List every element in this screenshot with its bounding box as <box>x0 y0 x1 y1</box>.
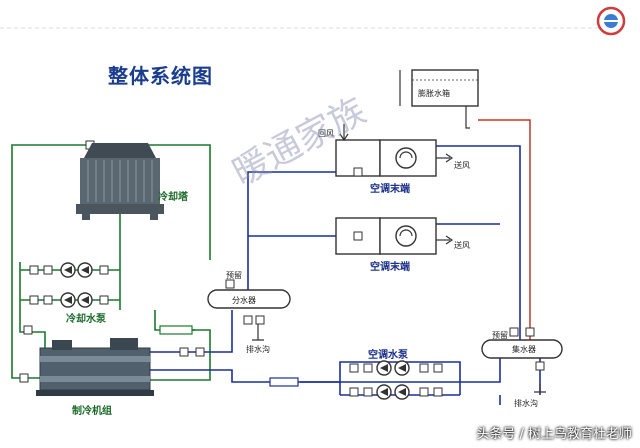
label-cooling-pump: 冷却水泵 <box>66 314 106 325</box>
label-chiller: 制冷机组 <box>72 406 112 417</box>
label-supply-air-2: 送风 <box>454 241 470 250</box>
strainer-blue <box>269 377 299 387</box>
expansion-tank <box>399 69 479 129</box>
cooling-tower <box>76 143 164 220</box>
label-ac-terminal-1: 空调末端 <box>370 184 410 195</box>
makeup-water-piping <box>478 119 531 340</box>
ac-terminal-unit-1 <box>335 124 454 177</box>
ac-valves <box>179 167 545 397</box>
ac-pump-2 <box>376 384 410 400</box>
footer-credit: 头条号 / 树上鸟教育杜老师 <box>476 427 632 442</box>
drain-symbols <box>252 324 546 393</box>
label-ac-pump: 空调水泵 <box>368 350 408 361</box>
chiller-unit <box>36 338 154 396</box>
cooling-valves <box>19 140 109 383</box>
page-title: 整体系统图 <box>108 64 213 88</box>
label-drain-2: 排水沟 <box>514 399 538 408</box>
cooling-pump-1 <box>60 262 93 278</box>
collector-header <box>481 339 563 359</box>
chilled-water-piping <box>150 145 541 405</box>
strainer <box>159 325 193 335</box>
label-distributor: 分水器 <box>232 296 256 305</box>
label-collector: 集水器 <box>512 345 536 354</box>
logo-icon <box>596 6 626 36</box>
label-drain-1: 排水沟 <box>246 345 270 354</box>
label-return-air: 回风 <box>318 129 334 138</box>
label-cooling-tower: 冷却塔 <box>158 192 188 203</box>
ac-terminal-unit-2 <box>335 217 454 255</box>
ac-pump-1 <box>376 360 410 376</box>
distributor-header <box>207 289 291 309</box>
label-reserve-2: 预留 <box>492 331 508 340</box>
label-ac-terminal-2: 空调末端 <box>370 262 410 273</box>
label-reserve-1: 预留 <box>226 271 242 280</box>
label-expansion-tank: 膨胀水箱 <box>418 89 450 98</box>
cooling-pump-2 <box>60 292 93 308</box>
label-supply-air-1: 送风 <box>454 161 470 170</box>
